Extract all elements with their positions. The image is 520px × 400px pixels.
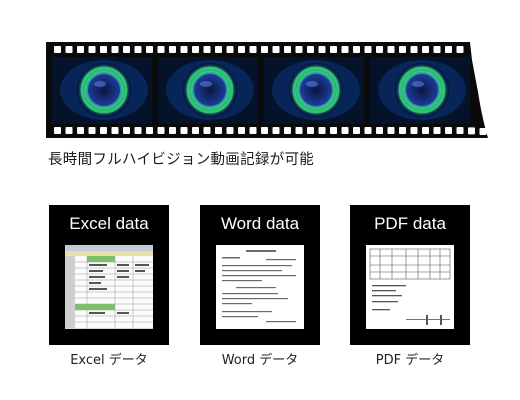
sprocket-hole bbox=[341, 127, 349, 134]
sprocket-hole bbox=[445, 127, 452, 134]
sprocket-hole bbox=[77, 127, 84, 134]
sprocket-hole bbox=[479, 127, 487, 135]
sprocket-hole bbox=[284, 127, 291, 134]
sprocket-hole bbox=[134, 127, 142, 134]
sprocket-hole bbox=[318, 127, 326, 134]
sprocket-hole bbox=[65, 46, 73, 53]
sprocket-hole bbox=[215, 127, 222, 134]
sprocket-hole bbox=[330, 127, 337, 134]
sprocket-hole bbox=[203, 46, 211, 53]
sprocket-hole bbox=[100, 127, 107, 134]
sprocket-hole bbox=[238, 46, 245, 53]
sprocket-hole bbox=[330, 46, 337, 53]
sprocket-hole bbox=[215, 46, 222, 53]
pdf-thumbnail bbox=[366, 245, 454, 329]
sprocket-hole bbox=[261, 46, 268, 53]
excel-label: Excel データ bbox=[70, 353, 148, 368]
sprocket-hole bbox=[157, 46, 165, 53]
sprocket-hole bbox=[410, 46, 418, 53]
sprocket-hole bbox=[54, 127, 61, 134]
excel-thumbnail bbox=[65, 245, 153, 329]
sprocket-hole bbox=[399, 127, 406, 134]
sprocket-hole bbox=[445, 46, 452, 53]
film-strip bbox=[46, 42, 488, 138]
excel-panel-title: Excel data bbox=[69, 214, 149, 233]
sprocket-hole bbox=[261, 127, 268, 134]
sprocket-hole bbox=[364, 127, 372, 134]
sprocket-hole bbox=[157, 127, 165, 134]
sprocket-hole bbox=[272, 127, 280, 134]
sprocket-hole bbox=[387, 127, 395, 134]
sprocket-hole bbox=[284, 46, 291, 53]
sprocket-hole bbox=[123, 127, 130, 134]
sprocket-hole bbox=[410, 127, 418, 134]
sprocket-hole bbox=[249, 46, 257, 53]
sprocket-hole bbox=[353, 127, 360, 134]
eye-frame-3 bbox=[264, 57, 364, 124]
eye-frame-2 bbox=[158, 57, 258, 124]
word-panel-title: Word data bbox=[220, 214, 300, 233]
sprocket-hole bbox=[307, 46, 314, 53]
sprocket-holes-top bbox=[54, 46, 464, 53]
sprocket-hole bbox=[307, 127, 314, 134]
sprocket-hole bbox=[353, 46, 360, 53]
sprocket-hole bbox=[169, 127, 176, 134]
pdf-label: PDF データ bbox=[375, 353, 445, 368]
sprocket-hole bbox=[146, 46, 153, 53]
sprocket-hole bbox=[88, 127, 96, 134]
sprocket-hole bbox=[387, 46, 395, 53]
sprocket-hole bbox=[203, 127, 211, 134]
sprocket-hole bbox=[146, 127, 153, 134]
sprocket-hole bbox=[376, 46, 383, 53]
sprocket-hole bbox=[422, 127, 429, 134]
word-label: Word データ bbox=[221, 353, 299, 368]
word-panel: Word data bbox=[200, 205, 320, 345]
sprocket-hole bbox=[180, 46, 188, 53]
film-caption: 長時間フルハイビジョン動画記録が可能 bbox=[48, 152, 315, 168]
sprocket-hole bbox=[295, 127, 303, 134]
sprocket-hole bbox=[272, 46, 280, 53]
sprocket-hole bbox=[456, 46, 464, 53]
sprocket-hole bbox=[88, 46, 96, 53]
sprocket-hole bbox=[134, 46, 142, 53]
sprocket-hole bbox=[100, 46, 107, 53]
sprocket-hole bbox=[295, 46, 303, 53]
sprocket-hole bbox=[226, 127, 234, 134]
sprocket-hole bbox=[123, 46, 130, 53]
sprocket-hole bbox=[238, 127, 245, 134]
sprocket-hole bbox=[376, 127, 383, 134]
sprocket-hole bbox=[318, 46, 326, 53]
sprocket-hole bbox=[226, 46, 234, 53]
sprocket-hole bbox=[65, 127, 73, 134]
sprocket-hole bbox=[192, 127, 199, 134]
eye-frame-1 bbox=[52, 57, 152, 124]
sprocket-hole bbox=[364, 46, 372, 53]
sprocket-hole bbox=[422, 46, 429, 53]
sprocket-holes-bottom bbox=[54, 127, 487, 135]
word-thumbnail bbox=[216, 245, 304, 329]
sprocket-hole bbox=[456, 127, 464, 134]
sprocket-hole bbox=[249, 127, 257, 134]
excel-panel: Excel data bbox=[49, 205, 169, 345]
sprocket-hole bbox=[54, 46, 61, 53]
pdf-panel: PDF data bbox=[350, 205, 470, 345]
sprocket-hole bbox=[433, 127, 441, 134]
sprocket-hole bbox=[192, 46, 199, 53]
pdf-panel-title: PDF data bbox=[374, 214, 446, 233]
sprocket-hole bbox=[180, 127, 188, 134]
sprocket-hole bbox=[111, 127, 119, 134]
eye-frame-4 bbox=[370, 57, 470, 124]
sprocket-hole bbox=[77, 46, 84, 53]
sprocket-hole bbox=[399, 46, 406, 53]
sprocket-hole bbox=[468, 127, 475, 135]
sprocket-hole bbox=[111, 46, 119, 53]
sprocket-hole bbox=[169, 46, 176, 53]
sprocket-hole bbox=[433, 46, 441, 53]
sprocket-hole bbox=[341, 46, 349, 53]
